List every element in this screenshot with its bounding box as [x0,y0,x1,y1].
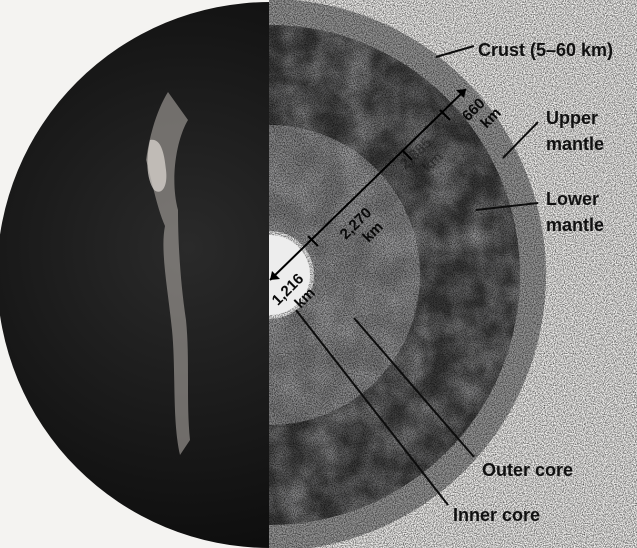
label-upper-mantle-line1: Upper [546,108,598,128]
label-upper-mantle-line2: mantle [546,134,604,154]
label-inner-core: Inner core [453,505,540,525]
label-outer-core: Outer core [482,460,573,480]
label-lower-mantle-line2: mantle [546,215,604,235]
label-crust: Crust (5–60 km) [478,40,613,60]
speckle-overlay [269,0,637,548]
label-lower-mantle-line1: Lower [546,189,599,209]
